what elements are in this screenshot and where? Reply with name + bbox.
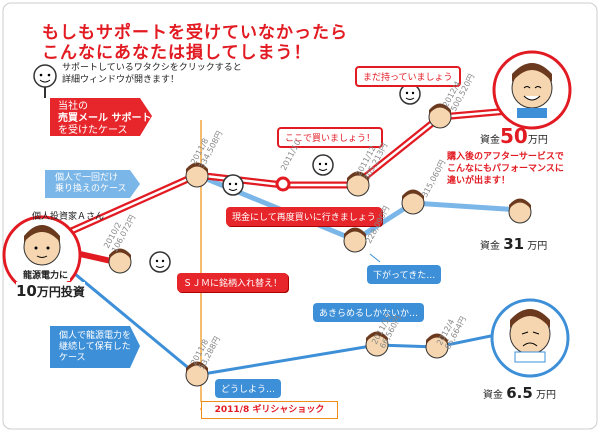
result-support: 資金50万円 <box>480 124 548 148</box>
case-support-label[interactable]: 当社の 売買メール サポート を受けたケース <box>58 101 151 137</box>
bubble-sjm-switch: ＳＪＭに銘柄入れ替え！ <box>177 273 289 292</box>
bubble-tail <box>369 253 381 263</box>
result-switch: 資金 31 万円 <box>480 235 547 253</box>
instruction-line-2: 詳細ウィンドウが開きます！ <box>62 75 180 85</box>
avatar-point-2011-8-bottom <box>185 361 209 387</box>
avatar-point-2011-12-bottom <box>365 331 389 357</box>
case-hold-line-1: 個人で龍源電力を <box>59 331 132 341</box>
result-support-number: 50 <box>500 124 528 148</box>
result-hold-prefix: 資金 <box>483 390 503 401</box>
helper-avatar-cash <box>222 174 244 196</box>
result-support-prefix: 資金 <box>480 135 500 146</box>
greek-shock-label: 2011/8 ギリシャショック <box>201 401 338 419</box>
case-switch-line-1: 個人で一回だけ <box>55 173 119 183</box>
case-support-line-2: 売買メール サポート <box>58 113 152 124</box>
result-switch-number: 31 <box>503 235 525 253</box>
helper-avatar-hold <box>399 83 421 105</box>
investor-name: 個人投資家Ａさん <box>32 212 105 222</box>
instruction-line-1: サポートしているワタクシをクリックすると <box>62 63 242 73</box>
result-switch-prefix: 資金 <box>480 241 500 252</box>
blue-arrow-box-2 <box>50 326 140 368</box>
case-switch-label[interactable]: 個人で一回だけ 乗り換えのケース <box>55 173 127 195</box>
instruction-text: サポートしているワタクシをクリックすると 詳細ウィンドウが開きます！ <box>62 62 242 86</box>
helper-avatar-buy <box>312 154 334 176</box>
initial-investment-number: 10 <box>16 282 37 300</box>
bubble-dropped: 下がってきた… <box>367 265 442 284</box>
helper-avatar-hint <box>33 64 57 98</box>
investor-avatar-best <box>511 63 553 118</box>
after-service-line-2: こんなにもパフォーマンスに <box>447 164 564 174</box>
avatar-point-2012-4-bottom <box>425 333 449 359</box>
bubble-what-now: どうしよう… <box>215 379 282 398</box>
bubble-buy-now: ここで買いましょう！ <box>277 127 384 148</box>
buy-point-marker <box>275 176 291 192</box>
bubble-still-hold: まだ持っていましょう <box>355 66 461 87</box>
avatar-point-switch-end <box>508 198 532 224</box>
bubble-cash-rebuy: 現金にして再度買いに行きましょう <box>226 207 382 226</box>
avatar-point-2011-8-top <box>185 162 209 188</box>
helper-avatar-sjm <box>149 251 171 273</box>
initial-investment: 10万円投資 <box>16 282 85 300</box>
investor-avatar-worst <box>509 309 551 363</box>
bubble-give-up: あきらめるしかないか… <box>313 303 425 322</box>
avatar-point-2012-4-mid <box>401 189 425 215</box>
investor-stock: 龍源電力に <box>21 268 71 281</box>
avatar-point-2011-12-top <box>346 171 370 197</box>
avatar-point-2010-2 <box>108 248 132 274</box>
case-hold-line-2: 継続して保有した <box>59 342 131 352</box>
after-service-note: 購入後のアフターサービスで こんなにもパフォーマンスに 違いが出ます！ <box>447 151 564 187</box>
result-hold: 資金 6.5 万円 <box>483 384 556 402</box>
result-hold-suffix: 万円 <box>535 390 556 401</box>
avatar-point-2011-12-mid <box>343 227 367 253</box>
case-support-line-1: 当社の <box>58 101 88 112</box>
case-support-line-3: を受けたケース <box>58 125 128 136</box>
case-hold-line-3: ケース <box>59 353 86 363</box>
initial-investment-suffix: 万円投資 <box>36 285 85 299</box>
support-line-inner <box>39 108 521 247</box>
red-arrow-box <box>50 98 152 136</box>
result-switch-suffix: 万円 <box>527 241 548 252</box>
blue-arrow-box-1 <box>45 170 140 198</box>
headline-line-1: もしもサポートを受けていなかったら <box>42 23 348 43</box>
result-support-suffix: 万円 <box>527 135 548 146</box>
avatar-point-2012-4-top <box>428 103 452 129</box>
headline-line-2: こんなにあなたは損してしまう！ <box>42 43 312 63</box>
case-switch-line-2: 乗り換えのケース <box>55 184 127 194</box>
after-service-line-1: 購入後のアフターサービスで <box>447 152 564 162</box>
investor-avatar-start <box>23 225 61 266</box>
result-hold-number: 6.5 <box>506 384 533 402</box>
after-service-line-3: 違いが出ます！ <box>447 176 511 186</box>
case-hold-label[interactable]: 個人で龍源電力を 継続して保有した ケース <box>59 331 131 364</box>
